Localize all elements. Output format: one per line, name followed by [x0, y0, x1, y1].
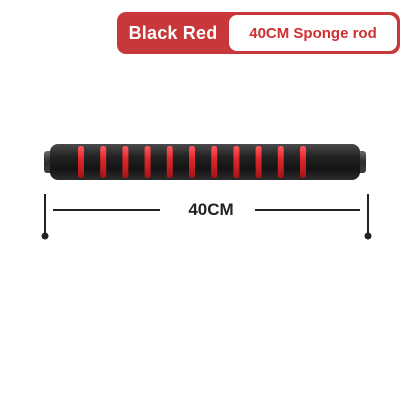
dimension-dot-right — [364, 232, 372, 240]
length-label: 40CM — [188, 200, 234, 219]
rod-stripe — [78, 146, 84, 178]
rod-stripe — [255, 146, 262, 178]
rod-stripe — [166, 146, 173, 178]
rod-stripe — [122, 146, 129, 178]
rod-stripe — [144, 146, 151, 178]
variant-badge: Black Red 40CM Sponge rod — [117, 12, 400, 54]
rod-stripes — [78, 146, 306, 178]
rod-stripe — [300, 146, 306, 178]
product-name-label: 40CM Sponge rod — [229, 15, 397, 51]
rod-stripe — [100, 146, 107, 178]
color-variant-label: Black Red — [128, 22, 218, 43]
dimension-dot-left — [41, 232, 49, 240]
rod-stripe — [233, 146, 240, 178]
rod-stripe — [277, 146, 284, 178]
rod-stripe — [211, 146, 218, 178]
rod-body — [50, 144, 360, 180]
rod-stripe — [189, 146, 195, 178]
